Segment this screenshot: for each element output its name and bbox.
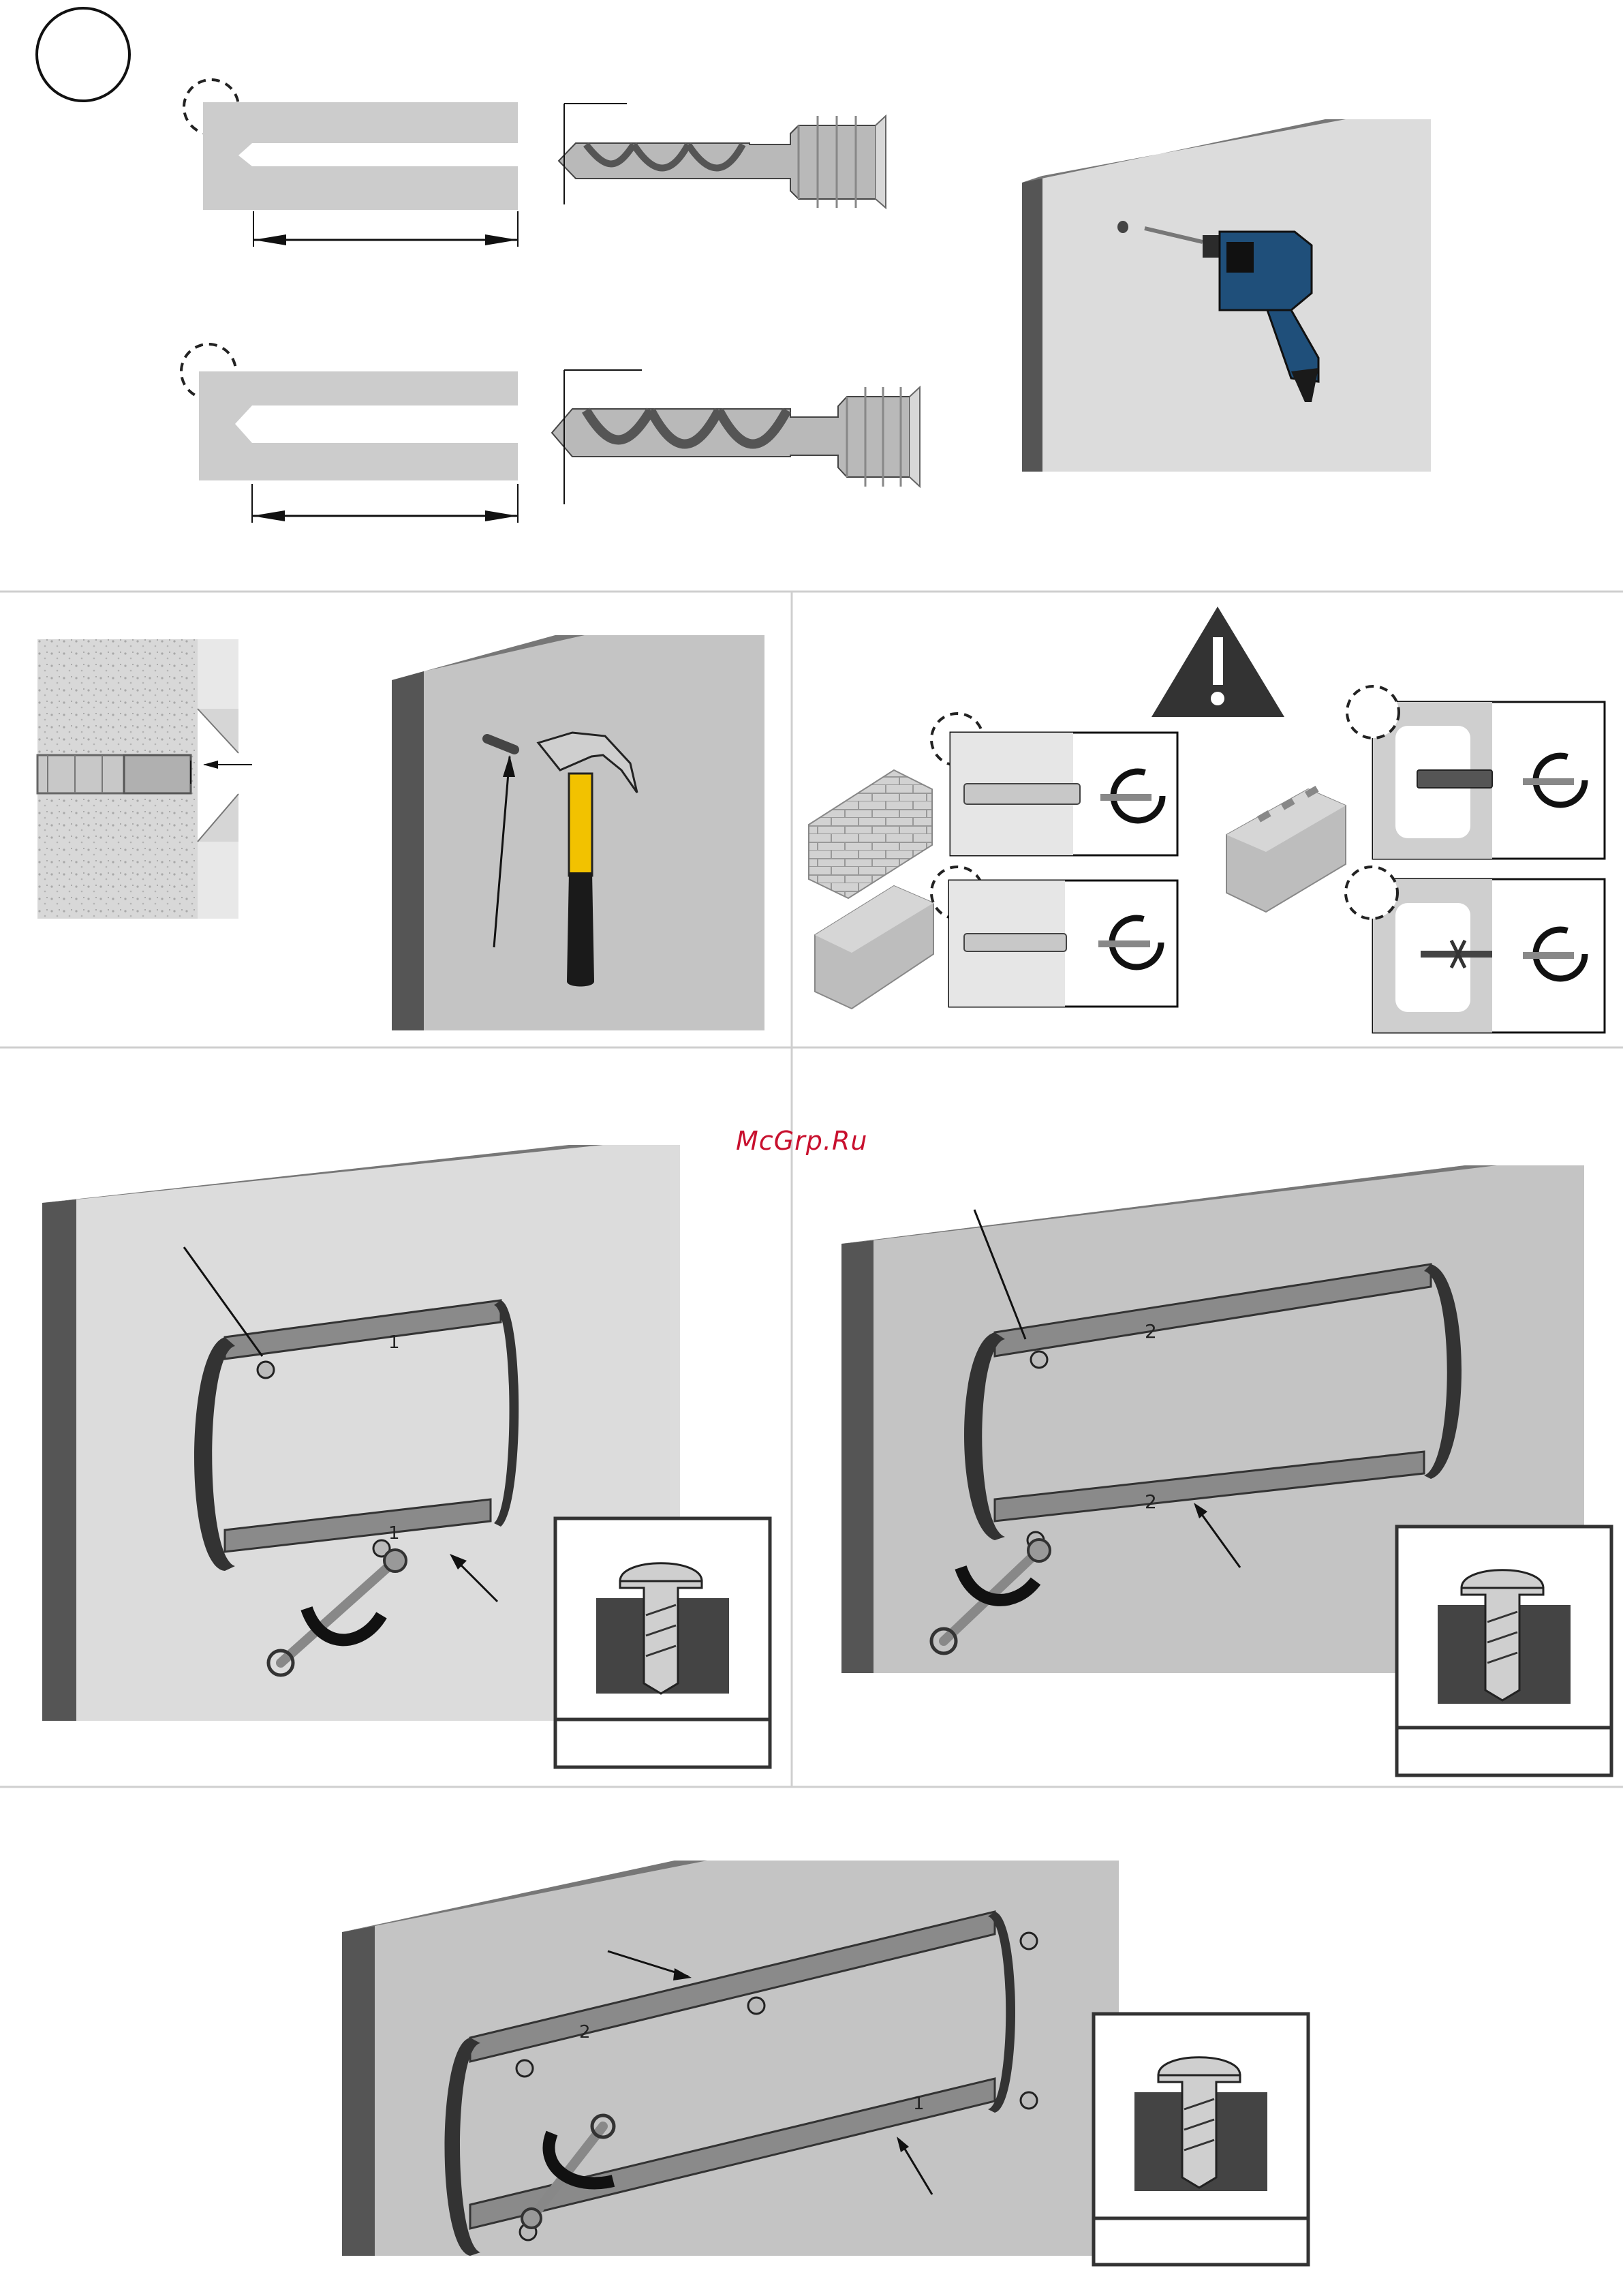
warning-triangle-icon	[1151, 607, 1284, 717]
hollow-block-icon	[1226, 786, 1346, 912]
svg-text:1: 1	[913, 2094, 925, 2114]
step-marker	[37, 8, 129, 101]
screw-in-hole-icon	[555, 1518, 770, 1767]
brick-icon	[809, 770, 932, 898]
drill-bit-icon	[552, 387, 920, 487]
anchor-box-hollow-2	[1346, 867, 1605, 1032]
anchor-depth-panel	[37, 639, 252, 919]
drill-bit-diagram-small	[184, 80, 886, 247]
dashed-circle-icon	[1347, 686, 1399, 738]
anchor-box-solid-1	[931, 714, 1177, 855]
step-circle-icon	[37, 8, 129, 101]
drill-bit-icon	[559, 116, 886, 208]
mount-medium-panel: 2 2	[841, 1165, 1611, 1775]
hammering-panel	[392, 635, 764, 1030]
anchor-box-hollow-1	[1347, 686, 1605, 859]
svg-text:1: 1	[388, 1523, 400, 1544]
svg-text:2: 2	[579, 2022, 591, 2042]
screw-in-hole-icon	[1094, 2014, 1308, 2265]
drill-bit-diagram-large	[181, 344, 920, 523]
svg-text:2: 2	[1145, 1320, 1157, 1343]
svg-text:1: 1	[388, 1332, 400, 1353]
svg-text:2: 2	[1145, 1490, 1157, 1513]
drilling-panel	[1022, 119, 1431, 472]
anchor-types-panel	[809, 607, 1605, 1032]
mount-large-panel: 2 1	[342, 1861, 1308, 2265]
watermark: McGrp.Ru	[736, 1126, 899, 1156]
mount-small-panel: 1 1	[42, 1145, 770, 1767]
concrete-block-icon	[815, 886, 933, 1009]
wall-anchor-icon	[37, 755, 191, 793]
screw-in-hole-icon	[1397, 1527, 1611, 1775]
dashed-circle-icon	[1346, 867, 1397, 919]
anchor-box-solid-2	[931, 867, 1177, 1007]
